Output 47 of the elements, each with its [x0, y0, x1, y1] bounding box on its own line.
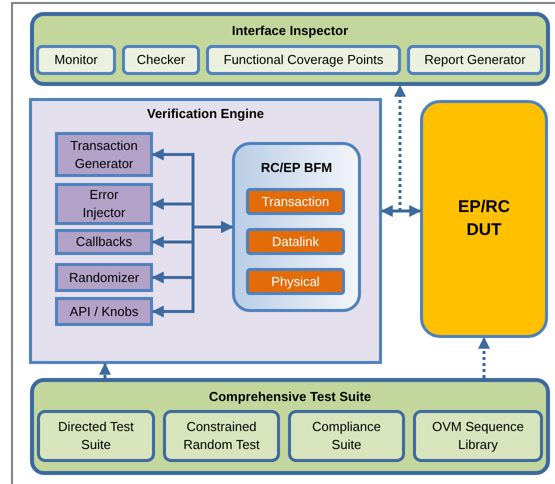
box-label: Checker [136, 51, 186, 69]
box-label: Datalink [271, 232, 320, 250]
module-box [36, 45, 116, 75]
component-box [55, 297, 153, 326]
box-label: Callbacks [74, 233, 134, 251]
group-panel [30, 12, 550, 86]
layer-box [246, 268, 345, 295]
heading: RC/EP BFM [260, 159, 334, 177]
box-label: OVM Sequence Library [431, 418, 525, 454]
test-box [163, 410, 280, 462]
engine-panel [29, 98, 382, 364]
arrow [152, 221, 234, 318]
box-label: Directed Test Suite [57, 418, 135, 454]
box-label: Monitor [53, 51, 99, 69]
test-box [37, 410, 155, 462]
component-box [55, 263, 153, 292]
test-box [288, 410, 405, 462]
dotted-arrow [394, 84, 406, 211]
box-label: Physical [270, 272, 321, 290]
box-label: Transaction [260, 192, 330, 210]
box-label: Report Generator [423, 51, 527, 69]
dotted-arrow [99, 362, 111, 378]
heading: Interface Inspector [230, 22, 350, 40]
box-label: Compliance Suite [311, 418, 382, 454]
module-box [407, 45, 543, 75]
box-label: Functional Coverage Points [222, 51, 384, 69]
test-box [413, 410, 543, 462]
group-panel [30, 378, 550, 475]
box-label: API / Knobs [68, 302, 140, 320]
box-label: EP/RC DUT [457, 196, 511, 241]
layer-box [246, 188, 345, 215]
dotted-arrow [478, 336, 490, 378]
module-box [206, 45, 401, 75]
dut-block [420, 100, 548, 338]
heading: Verification Engine [146, 105, 266, 123]
box-label: Constrained Random Test [182, 418, 261, 454]
heading: Comprehensive Test Suite [208, 388, 372, 406]
layer-box [246, 228, 345, 255]
box-label: Error Injector [82, 186, 126, 222]
arrow [380, 205, 422, 217]
bfm-block [232, 142, 361, 312]
box-label: Randomizer [68, 268, 140, 286]
box-label: Transaction Generator [69, 136, 139, 172]
component-box [55, 183, 153, 225]
component-box [55, 229, 153, 255]
module-box [122, 45, 200, 75]
component-box [55, 132, 153, 177]
